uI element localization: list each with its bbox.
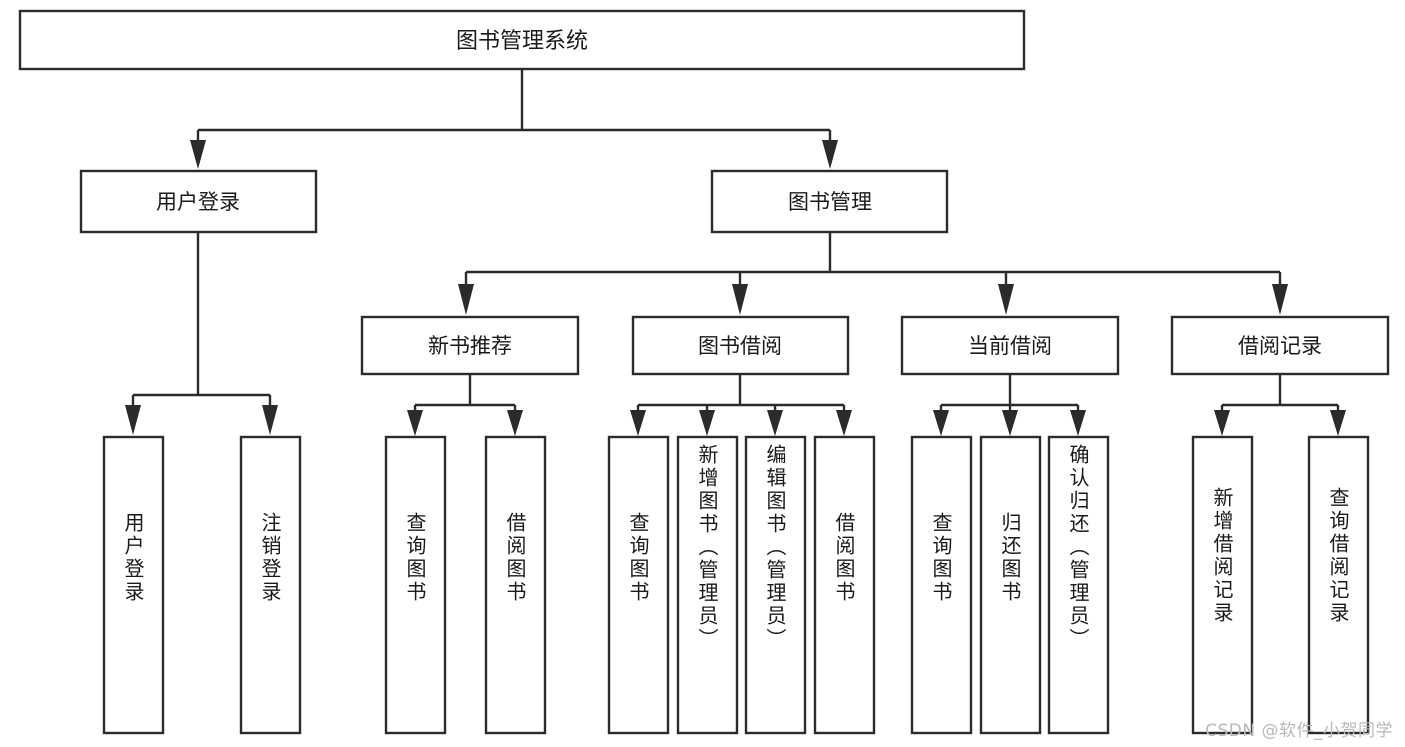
node-leaf-confirm-return-label: 确认归还（管理员） bbox=[1066, 444, 1090, 651]
connector-group-root bbox=[190, 69, 838, 169]
arrow-head-user-login bbox=[190, 140, 206, 169]
node-leaf-add-book-admin-label: 新增图书（管理员） bbox=[695, 444, 719, 651]
arrow-head-leaf-logout bbox=[262, 405, 278, 435]
arrow-head-leaf-user-login bbox=[125, 405, 141, 435]
connector-group-current-borrow bbox=[933, 374, 1086, 436]
arrow-head-new-book-rec bbox=[458, 284, 474, 315]
node-leaf-logout-box[interactable] bbox=[239, 435, 302, 735]
arrow-head-leaf-query-book-3 bbox=[933, 410, 949, 436]
connector-group-new-book-rec bbox=[407, 374, 523, 436]
node-leaf-borrow-book-1-label: 借阅图书 bbox=[503, 512, 527, 604]
arrow-head-leaf-confirm-return bbox=[1070, 410, 1086, 436]
node-leaf-user-login-label: 用户登录 bbox=[121, 512, 145, 604]
node-leaf-add-borrow-record-box[interactable] bbox=[1191, 435, 1254, 735]
arrow-head-leaf-borrow-book-1 bbox=[507, 410, 523, 436]
node-leaf-edit-book-admin-label: 编辑图书（管理员） bbox=[763, 444, 787, 651]
node-leaf-query-borrow-record-box[interactable] bbox=[1307, 435, 1370, 735]
arrow-head-leaf-query-book-2 bbox=[630, 410, 646, 436]
node-new-book-rec-label: 新书推荐 bbox=[428, 334, 512, 358]
node-leaf-query-book-3-box[interactable] bbox=[910, 435, 973, 735]
arrow-head-book-borrow bbox=[732, 284, 748, 315]
connector-group-borrow-record bbox=[1214, 374, 1346, 436]
node-leaf-return-book-label: 归还图书 bbox=[998, 512, 1022, 604]
arrow-head-leaf-borrow-book-2 bbox=[836, 410, 852, 436]
node-leaf-query-borrow-record-label: 查询借阅记录 bbox=[1326, 487, 1350, 625]
arrow-head-leaf-return-book bbox=[1002, 410, 1018, 436]
node-leaf-confirm-return-box[interactable] bbox=[1047, 435, 1110, 735]
node-leaf-user-login-box[interactable] bbox=[102, 435, 165, 735]
node-book-borrow-box[interactable] bbox=[631, 315, 850, 376]
csdn-watermark: CSDN @软件_小贺同学 bbox=[1205, 721, 1393, 741]
node-current-borrow-box[interactable] bbox=[900, 315, 1120, 376]
arrow-head-leaf-query-book-1 bbox=[407, 410, 423, 436]
arrow-head-leaf-query-borrow-record bbox=[1330, 410, 1346, 436]
arrow-head-borrow-record bbox=[1272, 284, 1288, 315]
connector-group-book-borrow bbox=[630, 374, 852, 436]
node-leaf-borrow-book-1-box[interactable] bbox=[484, 435, 547, 735]
node-book-manage-box[interactable] bbox=[710, 169, 949, 234]
arrow-head-leaf-edit-book-admin bbox=[767, 410, 783, 436]
node-borrow-record-label: 借阅记录 bbox=[1238, 334, 1322, 358]
node-leaf-query-book-1-label: 查询图书 bbox=[403, 512, 427, 604]
node-leaf-query-book-2-label: 查询图书 bbox=[626, 512, 650, 604]
node-leaf-add-book-admin-box[interactable] bbox=[676, 435, 739, 735]
node-leaf-borrow-book-2-box[interactable] bbox=[813, 435, 876, 735]
node-book-borrow-label: 图书借阅 bbox=[698, 334, 782, 358]
node-user-login-label: 用户登录 bbox=[156, 190, 240, 214]
node-user-login-box[interactable] bbox=[79, 169, 318, 234]
arrow-head-book-manage bbox=[822, 140, 838, 169]
node-book-manage-label: 图书管理 bbox=[788, 190, 872, 214]
node-leaf-query-book-2-box[interactable] bbox=[607, 435, 670, 735]
node-leaf-borrow-book-2-label: 借阅图书 bbox=[832, 512, 856, 604]
node-current-borrow-label: 当前借阅 bbox=[968, 334, 1052, 358]
node-leaf-query-book-1-box[interactable] bbox=[384, 435, 447, 735]
node-root-box[interactable] bbox=[18, 9, 1026, 71]
arrow-head-leaf-add-borrow-record bbox=[1214, 410, 1230, 436]
node-new-book-rec-box[interactable] bbox=[360, 315, 580, 376]
node-borrow-record-box[interactable] bbox=[1170, 315, 1390, 376]
connector-group-user-login bbox=[125, 232, 278, 435]
node-leaf-query-book-3-label: 查询图书 bbox=[929, 512, 953, 604]
node-root-label: 图书管理系统 bbox=[456, 29, 588, 54]
node-leaf-edit-book-admin-box[interactable] bbox=[744, 435, 807, 735]
node-leaf-logout-label: 注销登录 bbox=[258, 512, 282, 604]
node-leaf-add-borrow-record-label: 新增借阅记录 bbox=[1210, 487, 1234, 625]
node-leaf-return-book-box[interactable] bbox=[979, 435, 1042, 735]
arrow-head-leaf-add-book-admin bbox=[699, 410, 715, 436]
arrow-head-current-borrow bbox=[998, 284, 1014, 315]
connector-group-book-manage bbox=[458, 232, 1288, 315]
